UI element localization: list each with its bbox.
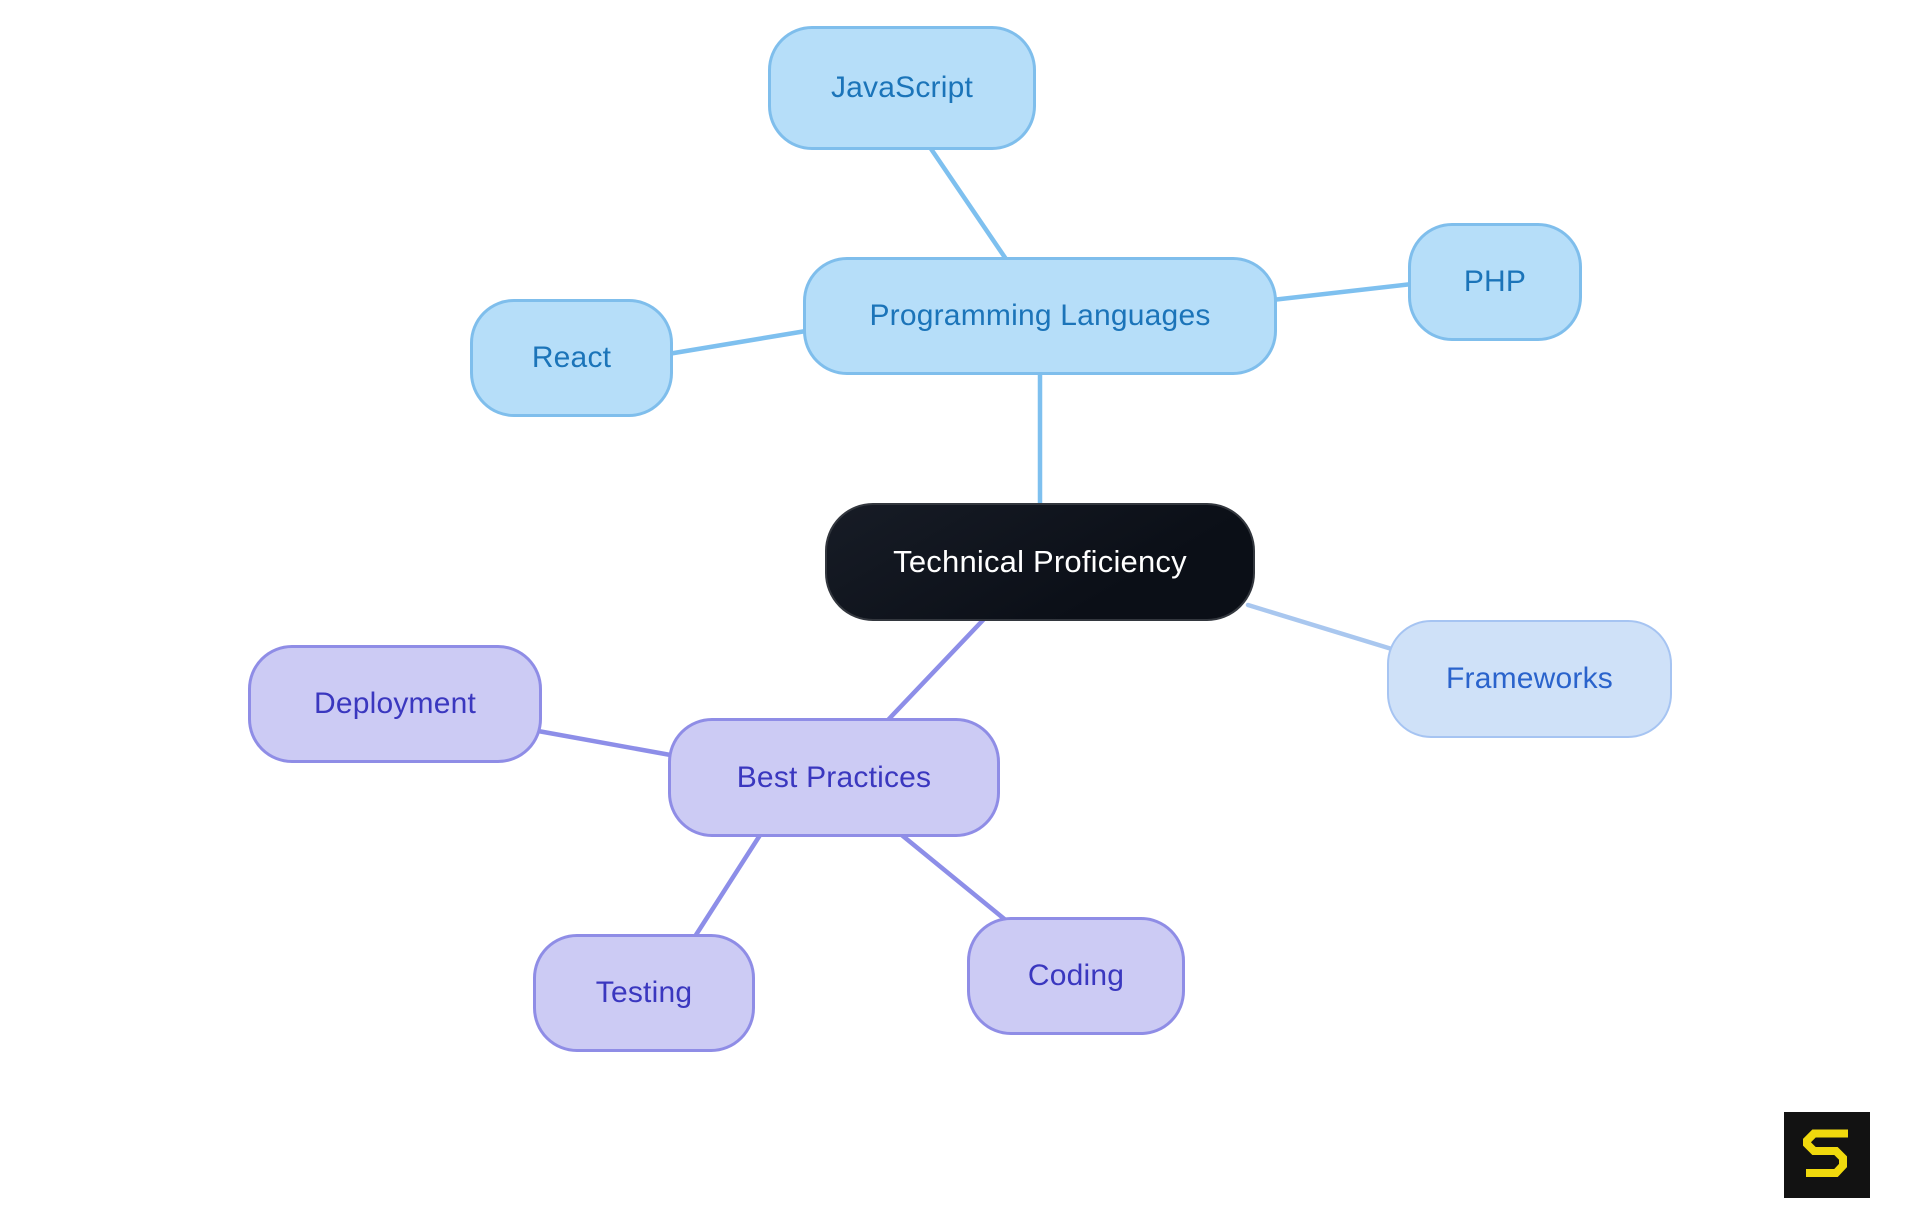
edge-best-practices-coding — [895, 829, 1011, 925]
node-deployment-label: Deployment — [313, 687, 477, 720]
node-testing-label: Testing — [595, 976, 693, 1009]
node-javascript-label: JavaScript — [830, 71, 974, 104]
node-frameworks-label: Frameworks — [1445, 662, 1613, 695]
node-coding-label: Coding — [1027, 959, 1125, 992]
edge-best-practices-deployment — [535, 728, 679, 759]
node-programming-languages[interactable]: Programming Languages — [803, 257, 1277, 375]
edge-javascript-programming-languages — [922, 137, 1011, 265]
edge-technical-proficiency-frameworks — [1245, 602, 1398, 653]
node-react[interactable]: React — [470, 299, 673, 417]
edge-react-programming-languages — [665, 327, 815, 357]
node-php-label: PHP — [1463, 265, 1527, 298]
brand-logo-s-icon — [1803, 1129, 1848, 1177]
edge-programming-languages-php — [1269, 281, 1415, 303]
edge-technical-proficiency-best-practices — [885, 615, 988, 723]
node-programming-languages-label: Programming Languages — [869, 299, 1211, 332]
brand-logo — [1784, 1112, 1870, 1198]
node-best-practices[interactable]: Best Practices — [668, 718, 1000, 837]
node-coding[interactable]: Coding — [967, 917, 1185, 1035]
node-technical-proficiency-label: Technical Proficiency — [893, 544, 1187, 579]
node-javascript[interactable]: JavaScript — [768, 26, 1036, 150]
node-react-label: React — [531, 341, 612, 374]
node-deployment[interactable]: Deployment — [248, 645, 542, 763]
node-frameworks[interactable]: Frameworks — [1387, 620, 1672, 738]
node-php[interactable]: PHP — [1408, 223, 1582, 341]
node-technical-proficiency[interactable]: Technical Proficiency — [825, 503, 1255, 621]
edge-best-practices-testing — [691, 829, 765, 941]
node-testing[interactable]: Testing — [533, 934, 755, 1052]
node-best-practices-label: Best Practices — [736, 760, 932, 794]
